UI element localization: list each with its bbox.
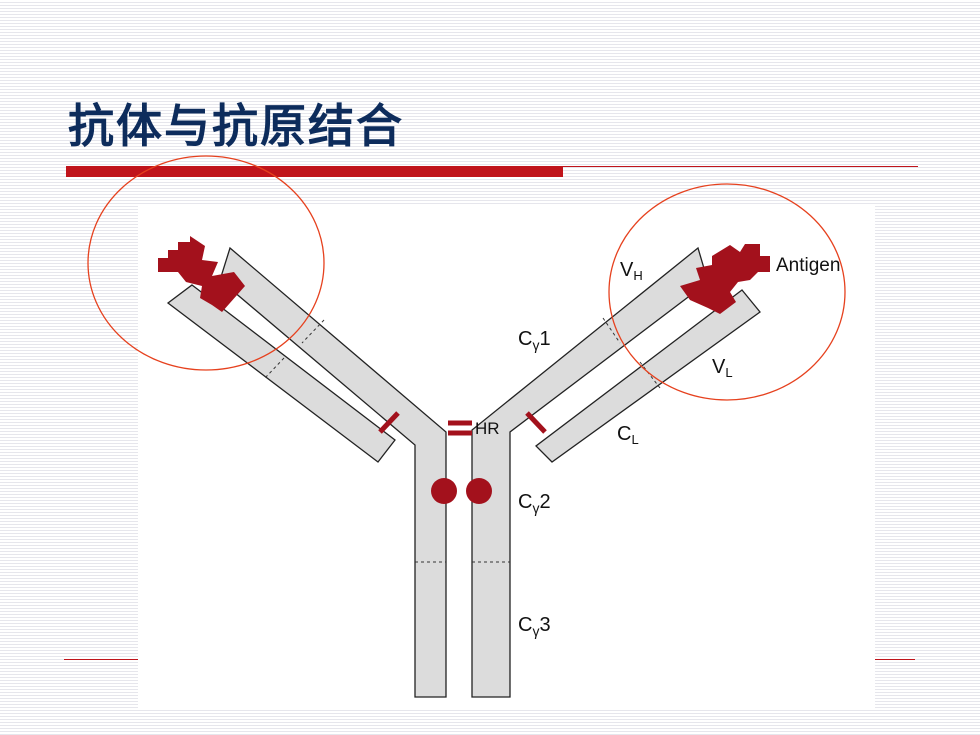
domain-boundary-vh-right — [602, 317, 621, 344]
label-cg3: Cγ3 — [518, 614, 551, 639]
disulfide-bond-right — [525, 411, 547, 434]
footer-line-right — [873, 659, 915, 660]
antigen-left — [158, 236, 245, 312]
disulfide-bond-left — [378, 411, 400, 434]
label-cg2: Cγ2 — [518, 491, 551, 516]
domain-boundary-vh-left — [301, 319, 325, 344]
highlight-circle-left — [87, 155, 325, 371]
slide-title: 抗体与抗原结合 — [68, 99, 404, 153]
antigen-right — [680, 244, 770, 314]
label-antigen: Antigen — [776, 255, 840, 276]
label-cl: CL — [617, 423, 639, 447]
light-chain-left — [166, 284, 396, 463]
heavy-chain-right — [471, 246, 709, 698]
highlight-circle-right — [608, 183, 846, 401]
title-underline-bar — [66, 166, 563, 177]
heavy-chain-left — [219, 246, 447, 698]
carbohydrate-dot-right — [466, 478, 492, 504]
label-vl: VL — [712, 356, 733, 380]
domain-boundary-vl-left — [264, 357, 285, 379]
carbohydrate-dot-left — [431, 478, 457, 504]
label-vh: VH — [620, 259, 643, 283]
label-hr: HR — [475, 419, 500, 438]
title-underline-thin — [563, 166, 918, 167]
footer-line-left — [64, 659, 139, 660]
light-chain-right — [535, 289, 761, 463]
label-cg1: Cγ1 — [518, 328, 551, 353]
